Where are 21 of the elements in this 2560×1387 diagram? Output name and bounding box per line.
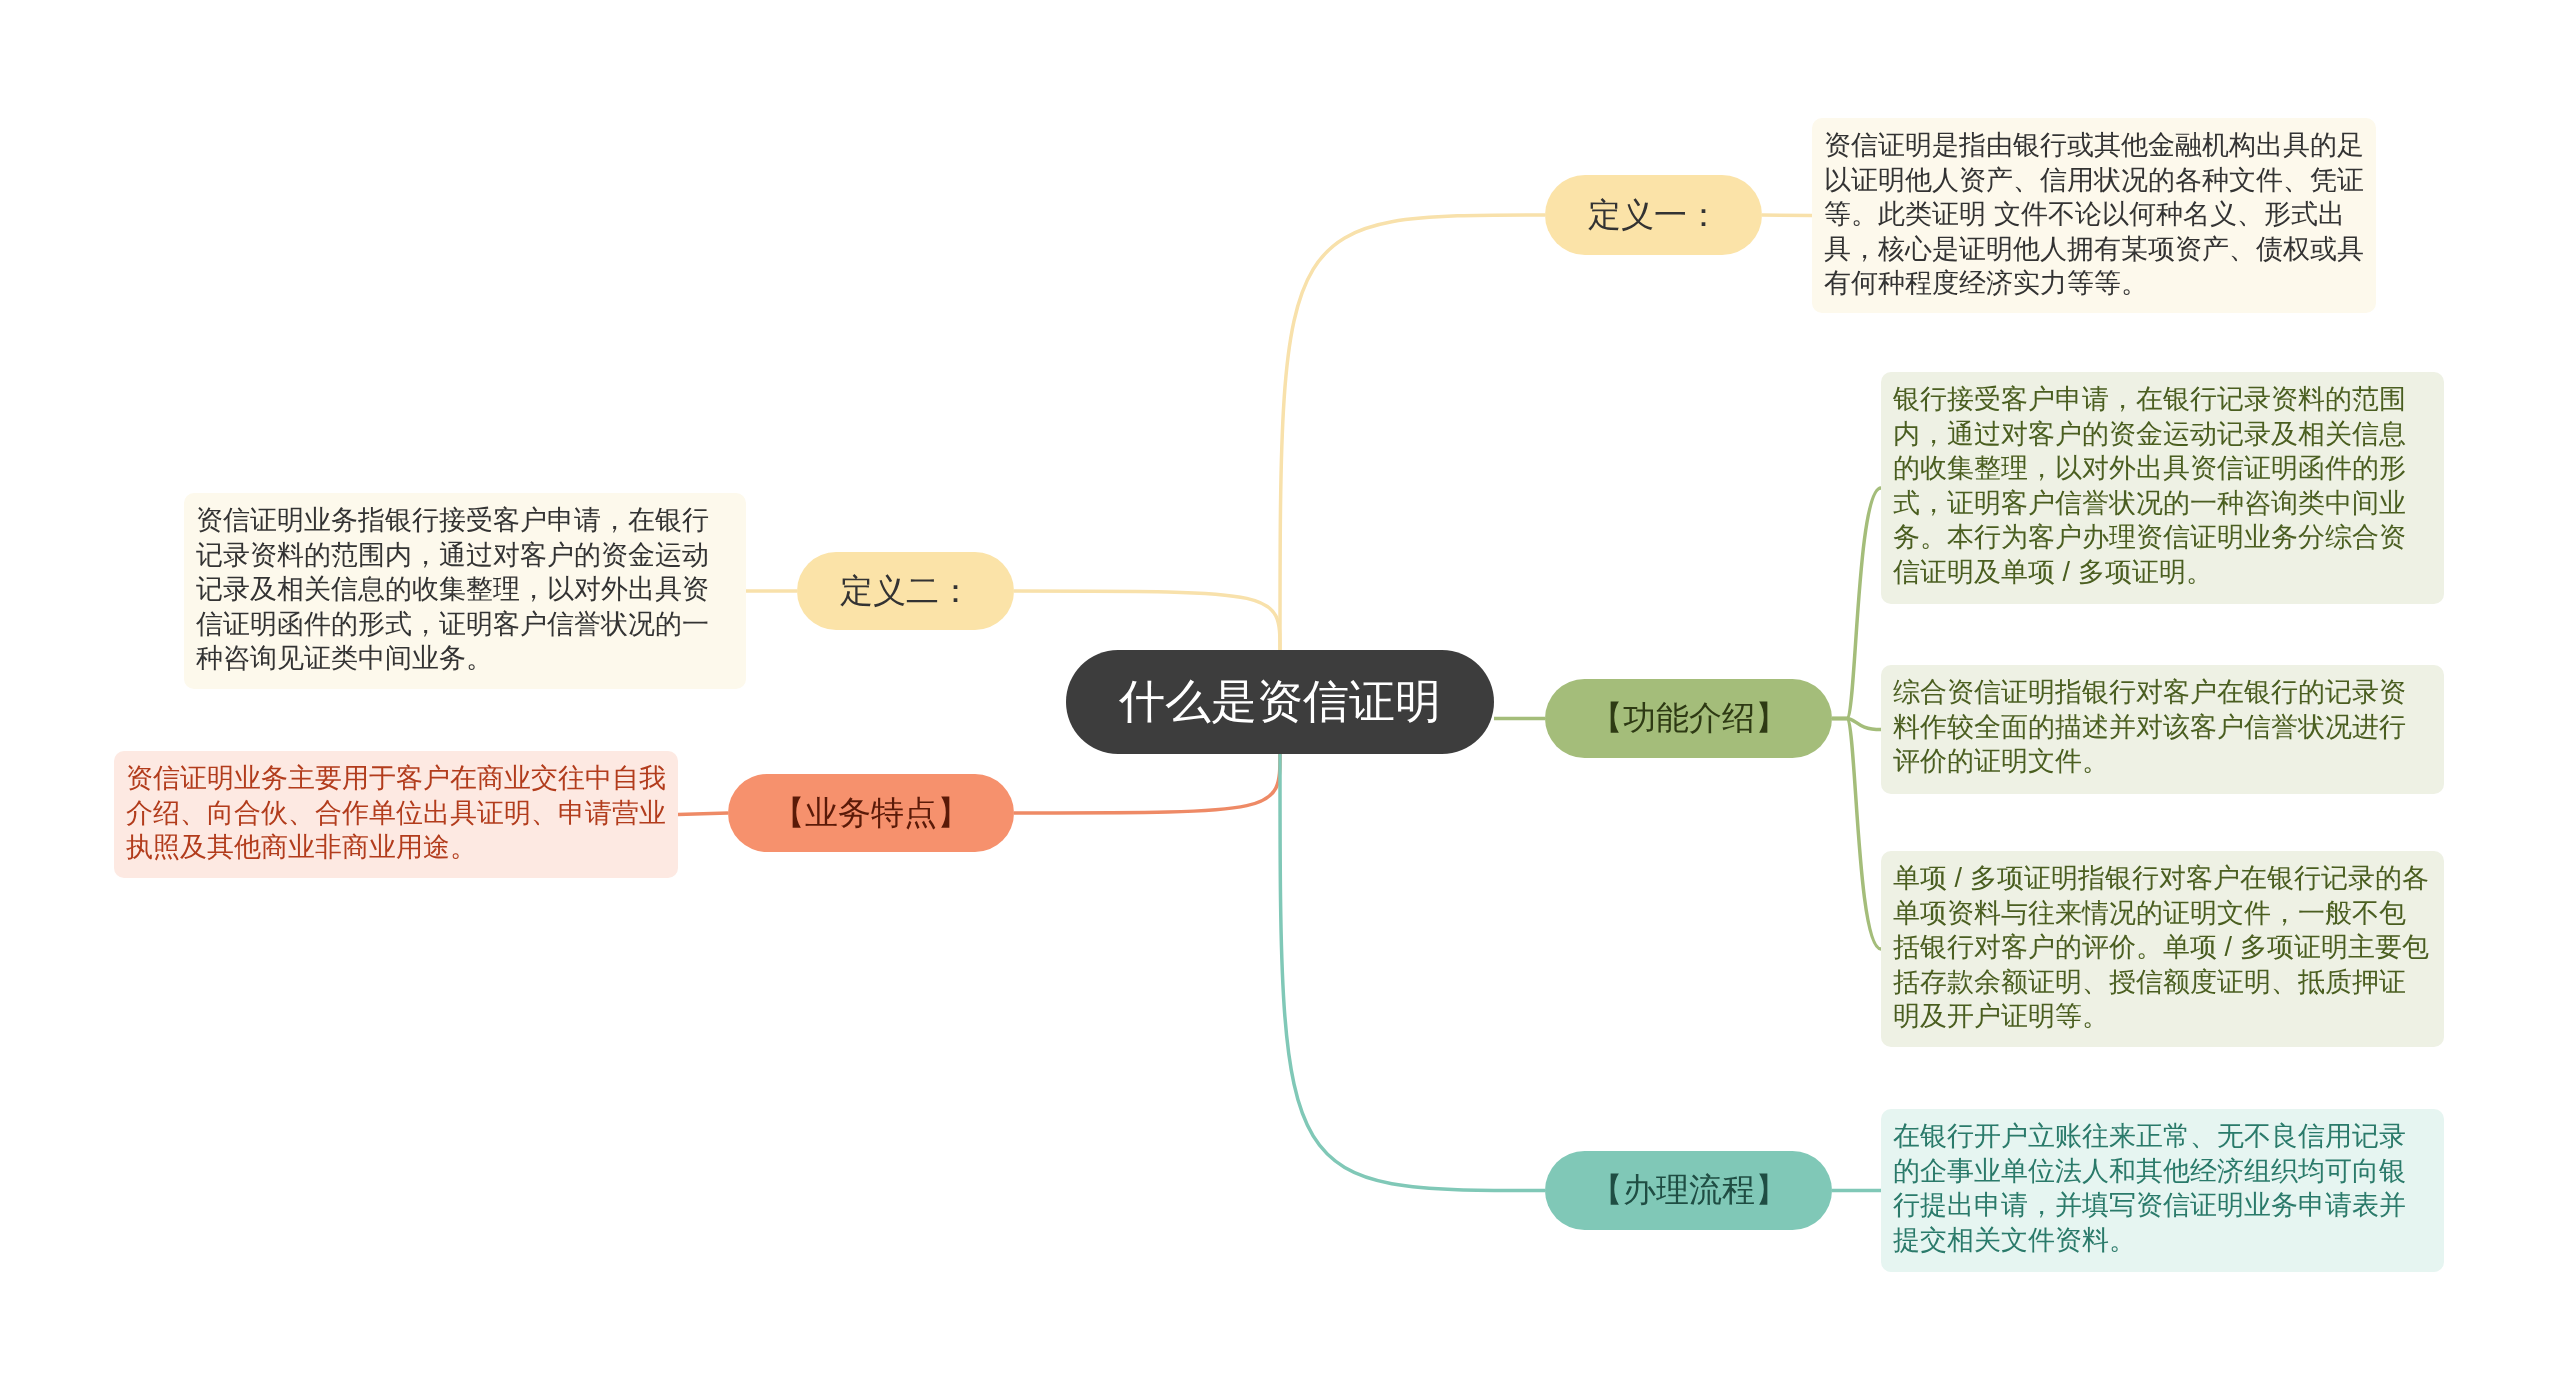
note-box: 单项 / 多项证明指银行对客户在银行记录的各单项资料与往来情况的证明文件，一般不包括银行对客户的评价。单项 / 多项证明主要包括存款余额证明、授信额度证明、抵质押证明及开户证明等。 [1881, 851, 2444, 1047]
note-box: 在银行开户立账往来正常、无不良信用记录的企事业单位法人和其他经济组织均可向银行提出申请，并填写资信证明业务申请表并提交相关文件资料。 [1881, 1109, 2444, 1272]
note-box: 银行接受客户申请，在银行记录资料的范围内，通过对客户的资金运动记录及相关信息的收集整理，以对外出具资信证明函件的形式，证明客户信誉状况的一种咨询类中间业务。本行为客户办理资信证明业务分综合资信证明及单项 / 多项证明。 [1881, 372, 2444, 604]
connector-line [1014, 589, 1282, 651]
note-box: 资信证明是指由银行或其他金融机构出具的足以证明他人资产、信用状况的各种文件、凭证等。此类证明 文件不论以何种名义、形式出具，核心是证明他人拥有某项资产、债权或具有何种程度经济实力等等。 [1812, 118, 2376, 313]
connector-line [1494, 716, 1545, 721]
connector-line [1832, 716, 1883, 951]
connector-line [1278, 754, 1545, 1193]
note-box: 综合资信证明指银行对客户在银行的记录资料作较全面的描述并对该客户信誉状况进行评价的证明文件。 [1881, 665, 2444, 794]
note-box: 资信证明业务主要用于客户在商业交往中自我介绍、向合伙、合作单位出具证明、申请营业执照及其他商业非商业用途。 [114, 751, 678, 878]
central-topic-box: 什么是资信证明 [1066, 650, 1494, 754]
topic-box: 定义二： [797, 552, 1014, 630]
connector-line [1762, 213, 1812, 218]
note-box: 资信证明业务指银行接受客户申请，在银行记录资料的范围内，通过对客户的资金运动记录及相关信息的收集整理，以对外出具资信证明函件的形式，证明客户信誉状况的一种咨询见证类中间业务。 [184, 493, 746, 689]
topic-box: 【办理流程】 [1545, 1151, 1832, 1230]
topic-box: 【功能介绍】 [1545, 679, 1832, 758]
connector-line [677, 811, 729, 817]
connector-line [1832, 1188, 1881, 1193]
topic-box: 【业务特点】 [728, 774, 1014, 852]
connector-line [746, 589, 797, 593]
topic-box: 定义一： [1545, 175, 1762, 255]
